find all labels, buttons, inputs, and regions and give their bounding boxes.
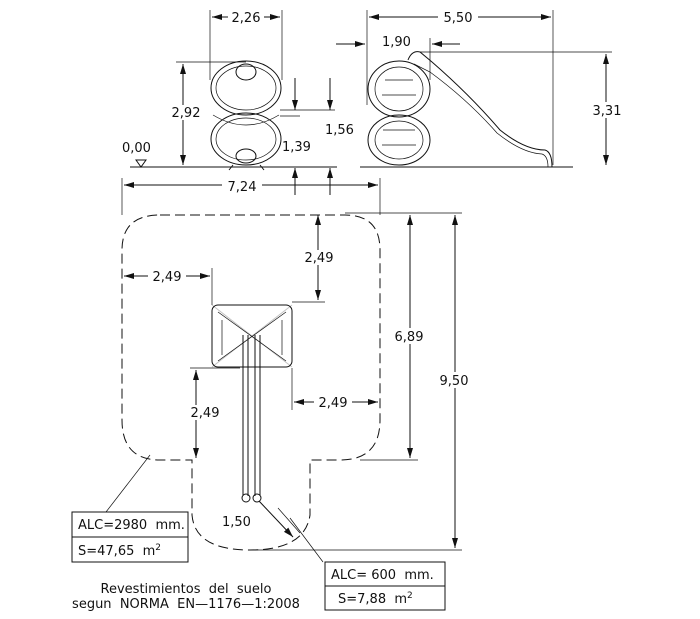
slide-radius-label: 1,50 — [222, 515, 251, 530]
surface-label: S=7,88 m2 — [338, 591, 413, 607]
level-marker-icon — [135, 159, 147, 168]
zone-main-box: ALC=2980 mm. S=47,65 m2 — [71, 511, 189, 563]
clearance-label: 2,49 — [319, 396, 348, 411]
structure-top-view — [211, 304, 293, 503]
width-label: 7,24 — [228, 180, 257, 195]
plan-view: 7,24 9,50 6,89 2,49 2,49 2,49 2,49 — [105, 178, 473, 563]
length-label: 5,50 — [444, 11, 473, 26]
ground-level-label: 0,00 — [122, 141, 151, 156]
safety-zone-outline — [121, 214, 381, 551]
offset-label: 1,90 — [382, 35, 411, 50]
alc-label: ALC= 600 mm. — [331, 568, 434, 583]
depth-total-label: 9,50 — [440, 374, 469, 389]
height-label: 3,31 — [593, 104, 622, 119]
climbing-frame-side — [367, 60, 431, 166]
depth-main-label: 6,89 — [395, 330, 424, 345]
alc-label: ALC=2980 mm. — [78, 518, 185, 533]
caption-line-1: Revestimientos del suelo — [101, 582, 272, 597]
width-label: 2,26 — [232, 11, 261, 26]
clearance-label: 2,49 — [191, 406, 220, 421]
clearance-label: 2,49 — [305, 251, 334, 266]
dim-label: 1,56 — [325, 123, 354, 138]
surface-label: S=47,65 m2 — [78, 543, 161, 559]
caption-line-2: segun NORMA EN—1176—1:2008 — [72, 597, 300, 612]
slide — [407, 51, 553, 168]
height-label: 2,92 — [172, 106, 201, 121]
clearance-label: 2,49 — [153, 270, 182, 285]
zone-slide-box: ALC= 600 mm. S=7,88 m2 — [324, 561, 446, 611]
climbing-frame-front — [210, 60, 282, 171]
dim-label: 1,39 — [282, 140, 311, 155]
side-view: 5,50 1,90 3,31 — [336, 9, 624, 168]
front-view: 2,26 2,92 1,56 1,39 0,00 — [122, 9, 354, 195]
